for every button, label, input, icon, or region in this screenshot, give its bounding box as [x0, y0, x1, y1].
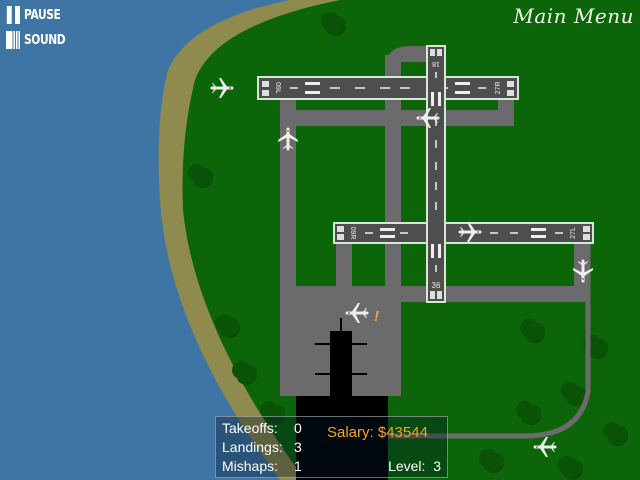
landings-label: Landings: [222, 439, 283, 455]
pause-label: PAUSE [24, 7, 61, 23]
runway-09L-27R[interactable]: 09L 27R [257, 76, 519, 100]
pause-button[interactable]: PAUSE [6, 6, 61, 24]
runway-label-09R: 09R [349, 227, 356, 240]
sound-label: SOUND [24, 32, 66, 48]
runway-label-27L: 27L [570, 227, 577, 239]
level-display: Level: 3 [388, 458, 441, 474]
mishaps-value: 1 [294, 458, 302, 474]
stats-panel: Takeoffs: 0 Landings: 3 Mishaps: 1 Salar… [215, 416, 448, 478]
runway-18-36[interactable]: 18 36 [426, 45, 446, 303]
runway-label-09L: 09L [274, 82, 281, 94]
takeoffs-value: 0 [294, 420, 302, 436]
landings-row: Landings: 3 [222, 439, 314, 455]
mishaps-row: Mishaps: 1 [222, 458, 314, 474]
main-menu-button[interactable]: Main Menu [513, 4, 634, 28]
level-label: Level: [388, 458, 426, 474]
alert-icon: ! [374, 308, 379, 325]
salary-display: Salary: $43544 [327, 424, 428, 441]
mishaps-label: Mishaps: [222, 458, 279, 474]
sound-button[interactable]: SOUND [6, 31, 66, 49]
sound-icon [6, 31, 21, 49]
landings-value: 3 [294, 439, 302, 455]
runway-label-36: 36 [432, 281, 441, 290]
terminal [296, 318, 388, 480]
takeoffs-row: Takeoffs: 0 [222, 420, 314, 436]
pause-icon [6, 6, 21, 24]
takeoffs-label: Takeoffs: [222, 420, 278, 436]
level-value: 3 [433, 458, 441, 474]
runway-label-18: 18 [432, 60, 440, 67]
runway-label-27R: 27R [495, 82, 502, 95]
